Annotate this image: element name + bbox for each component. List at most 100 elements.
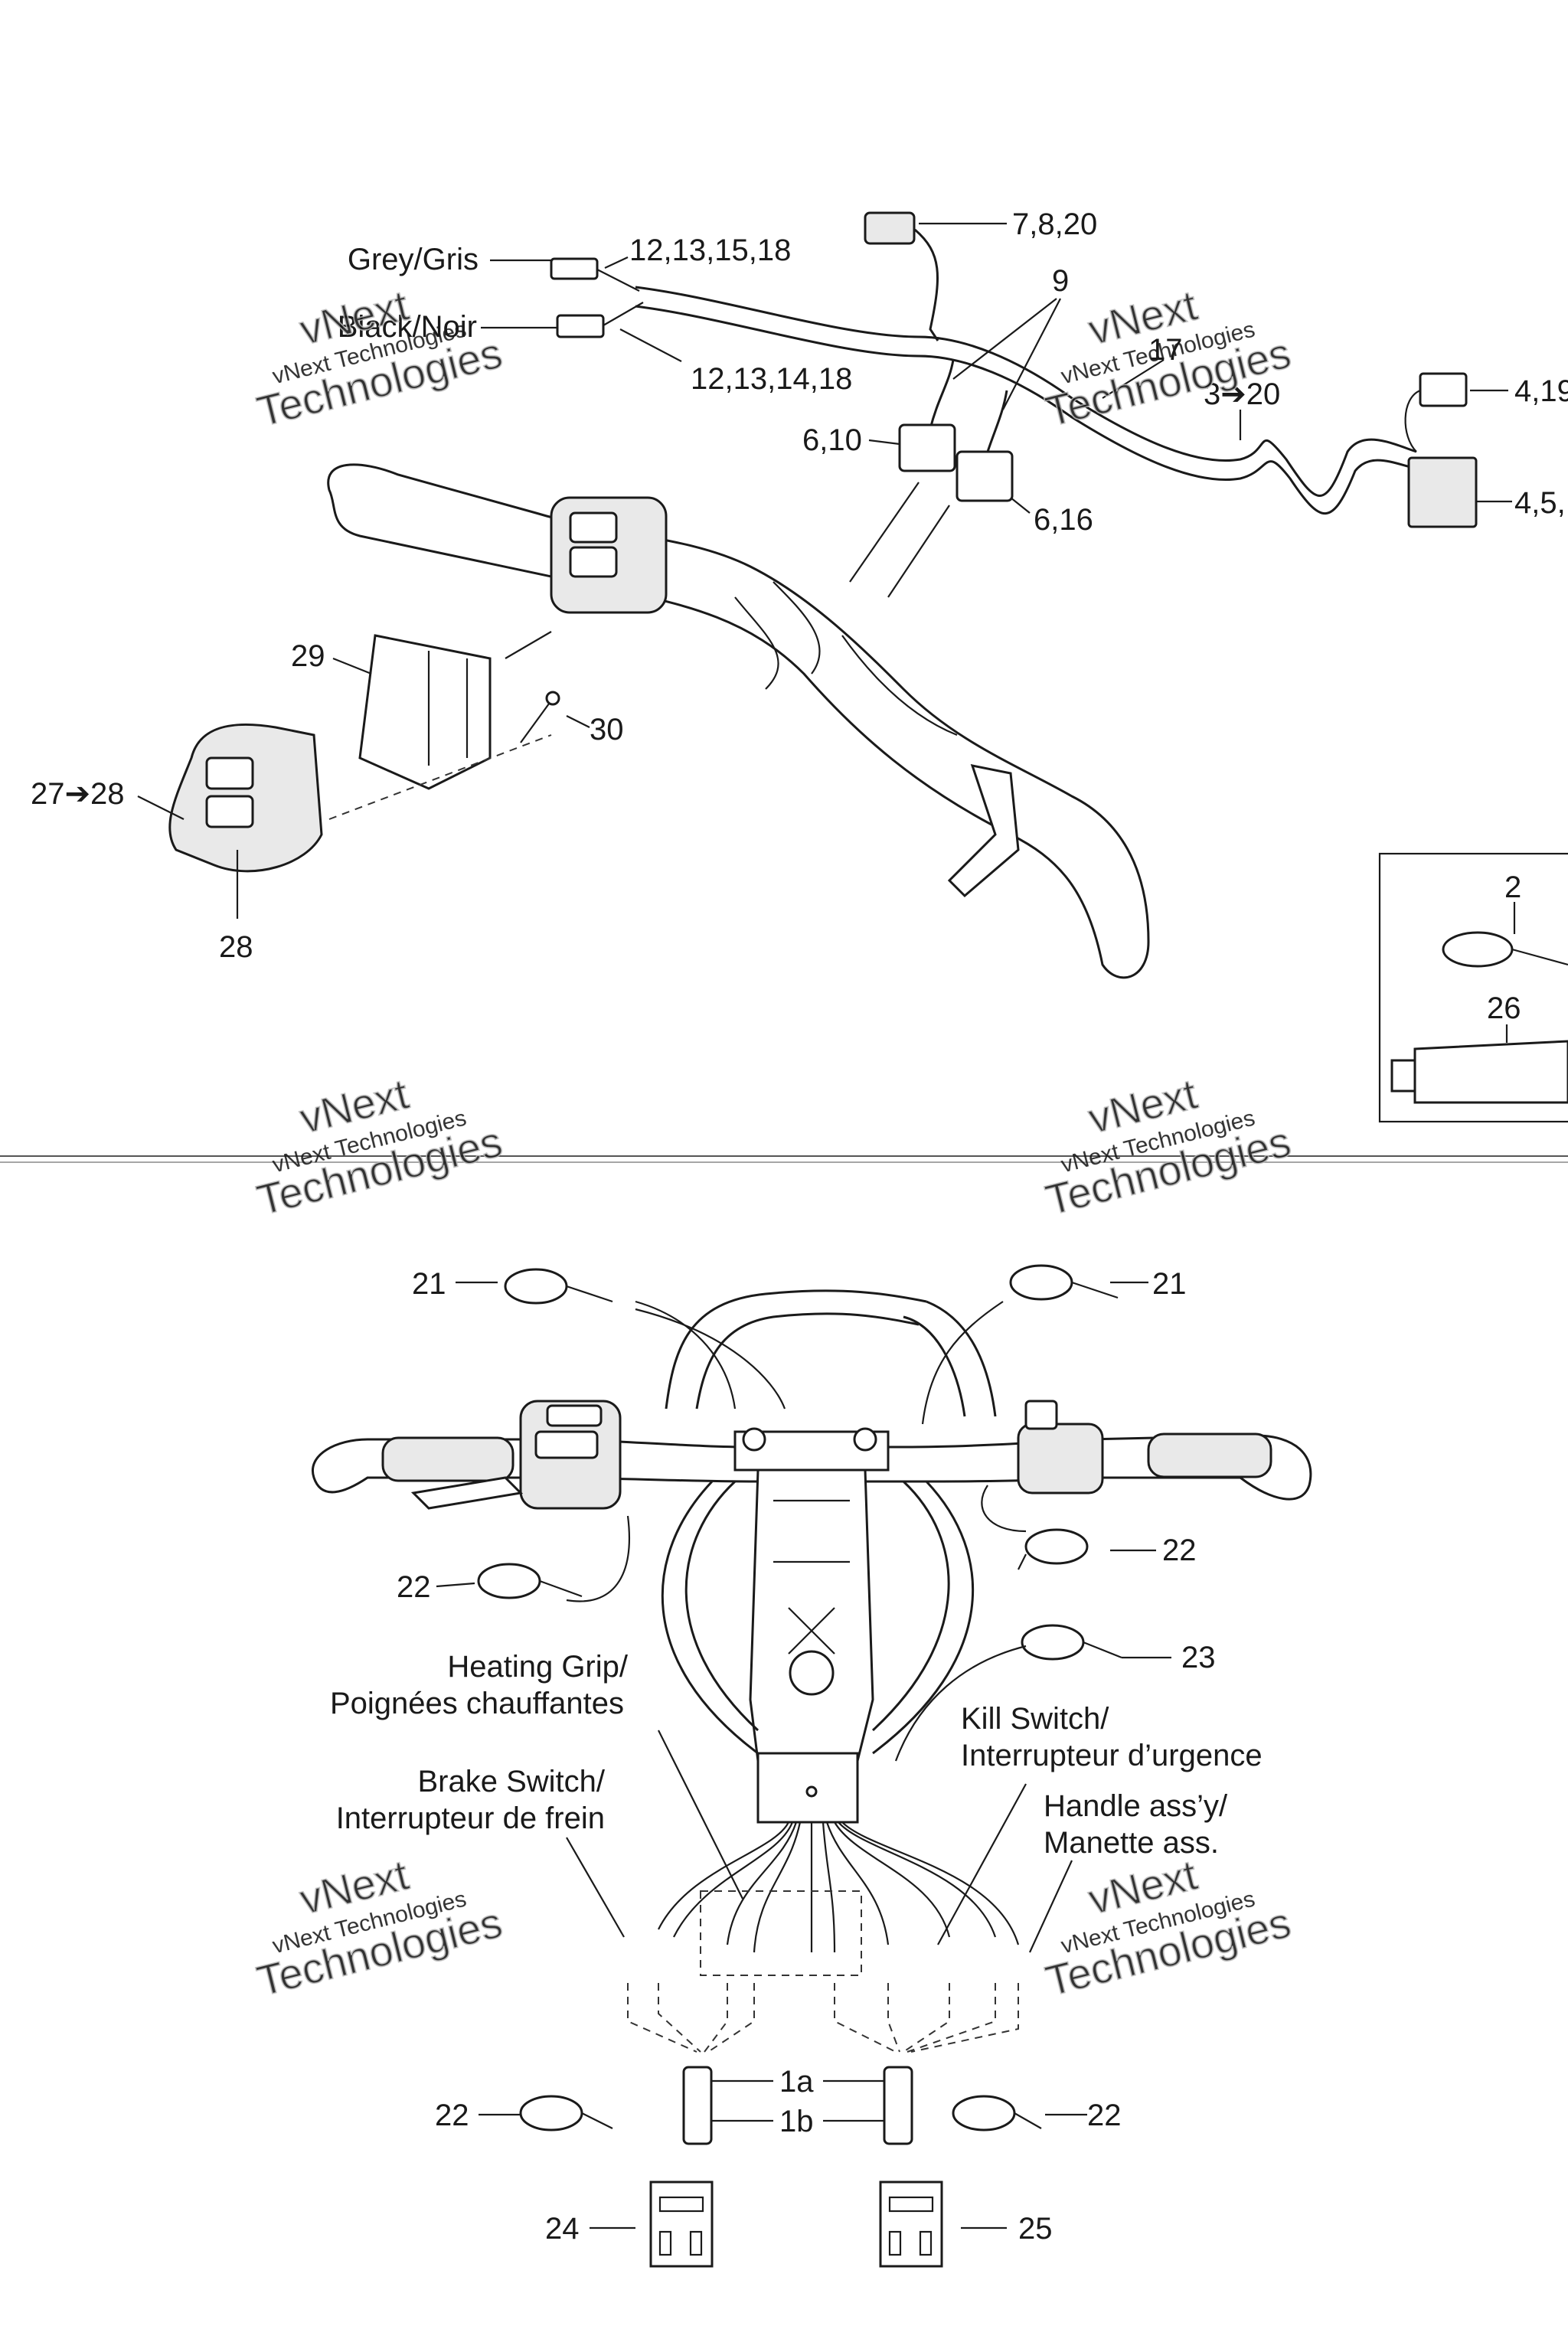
- callout-12-13-15-18: 12,13,15,18: [629, 234, 791, 267]
- right-throttle-button: [1024, 1400, 1058, 1430]
- leader-6-10: [868, 439, 900, 446]
- label-handle-assy-1: Handle ass’y/: [1044, 1789, 1228, 1823]
- tube-26: [1390, 1040, 1568, 1104]
- label-black: Black/Noir: [338, 310, 477, 344]
- pointer-kill: [937, 1783, 1027, 1945]
- black-connector: [556, 314, 605, 338]
- cable-tie-22-bottom-left: [519, 2095, 613, 2132]
- dashed-connector-lines: [627, 1983, 1019, 2053]
- cable-tie-23: [1021, 1624, 1122, 1661]
- wire-loop-right-2: [872, 1480, 974, 1755]
- bottom-handlebar-section: Heating Grip/ Poignées chauffantes Brake…: [311, 1264, 1312, 2268]
- callout-4-19: 4,19: [1514, 374, 1568, 408]
- label-kill-switch-1: Kill Switch/: [961, 1702, 1109, 1736]
- callout-7-8-20: 7,8,20: [1012, 207, 1097, 241]
- riser-lower-dot: [805, 1785, 818, 1798]
- callout-27-28: 27➔28: [31, 777, 125, 811]
- throttle-lever: [947, 764, 1020, 898]
- leader-29: [332, 657, 372, 675]
- leader-9a: [952, 298, 1057, 380]
- switch-assembly-button-1: [205, 756, 254, 790]
- label-grey: Grey/Gris: [348, 243, 479, 276]
- connector-6-16: [956, 450, 1014, 502]
- callout-30: 30: [590, 713, 624, 746]
- main-harness-cable: [635, 286, 1417, 497]
- block-24: [649, 2180, 714, 2268]
- riser-body: [749, 1468, 874, 1762]
- cable-tie-21-left: [504, 1268, 613, 1305]
- clamp-bolt-left: [742, 1427, 766, 1452]
- hose-loop-left-edge: [695, 1312, 920, 1410]
- callout-17: 17: [1148, 333, 1183, 367]
- switch-button-mid: [569, 546, 618, 578]
- connector-1-left: [682, 2066, 713, 2145]
- cable-tie-22-right: [1018, 1528, 1089, 1570]
- wire-loop-left-2: [661, 1480, 759, 1755]
- grey-connector: [550, 257, 599, 280]
- callout-1b: 1b: [779, 2105, 814, 2138]
- block-25: [879, 2180, 943, 2268]
- arrow-cover-to-bar: [505, 631, 552, 659]
- watermark-5: vNext vNext Technologies Technologies: [252, 1850, 508, 2006]
- cover-29-detail: [427, 651, 469, 766]
- branch-6-16: [986, 390, 1008, 452]
- grey-connector-wires: [596, 269, 640, 292]
- inset-box: [1378, 852, 1568, 1123]
- label-kill-switch-2: Interrupteur d’urgence: [961, 1739, 1263, 1772]
- leader-12-13-14-18: [619, 328, 682, 362]
- hose-loop-left: [665, 1289, 927, 1410]
- right-grip: [1147, 1432, 1272, 1478]
- watermark-1: vNext vNext Technologies Technologies: [252, 280, 508, 436]
- callout-28: 28: [219, 930, 253, 964]
- label-heating-grip-1: Heating Grip/: [447, 1650, 629, 1684]
- callout-21-right: 21: [1152, 1267, 1187, 1301]
- arrow-6-16: [887, 505, 950, 598]
- callout-6-16: 6,16: [1034, 503, 1093, 537]
- riser-detail: [773, 1499, 850, 1655]
- connector-6-10: [898, 423, 956, 472]
- black-connector-wires: [603, 302, 644, 326]
- callout-1a: 1a: [779, 2065, 814, 2099]
- label-brake-switch-2: Interrupteur de frein: [336, 1802, 605, 1835]
- top-harness-section: Grey/Gris Black/Noir 12,13,15,18 12,13,1…: [31, 207, 1568, 1123]
- label-handle-assy-2: Manette ass.: [1044, 1826, 1219, 1860]
- callout-3-20: 3➔20: [1204, 377, 1280, 411]
- callout-22-bottom-right: 22: [1087, 2099, 1122, 2132]
- pointer-heating: [658, 1730, 743, 1900]
- handlebar-riser: [734, 581, 958, 737]
- left-grip: [381, 1436, 514, 1482]
- pointer-handle: [1029, 1860, 1073, 1953]
- callout-24: 24: [545, 2212, 580, 2246]
- handlebar-top: [327, 463, 1150, 979]
- switch-assembly-button-2: [205, 795, 254, 828]
- hose-loop-right: [903, 1315, 966, 1417]
- callout-9: 9: [1052, 264, 1069, 298]
- leader-12-13-15-18: [604, 256, 629, 269]
- leader-9b: [1002, 298, 1061, 410]
- callout-4-5: 4,5,: [1514, 486, 1566, 520]
- branch-cable-upper: [914, 228, 939, 341]
- switch-button-top: [569, 511, 618, 544]
- leader-27-28: [137, 795, 185, 820]
- riser-mount: [789, 1650, 835, 1696]
- arrow-21-right: [921, 1301, 1004, 1425]
- branch-6-10: [929, 359, 955, 430]
- leader-30: [566, 715, 590, 728]
- connector-4-19-wire: [1404, 389, 1421, 452]
- heating-grip-dashed-box: [700, 1890, 862, 1976]
- pointer-brake: [566, 1837, 625, 1938]
- wire-bundle: [658, 1821, 1020, 1953]
- arrow-21-left-a: [635, 1300, 737, 1410]
- callout-25: 25: [1018, 2212, 1053, 2246]
- clamp-bolt-right: [853, 1427, 877, 1452]
- cable-tie-2: [1442, 931, 1568, 968]
- wire-loop-right: [871, 1480, 950, 1732]
- arrow-21-left-b: [635, 1308, 786, 1410]
- callout-6-10: 6,10: [802, 423, 862, 457]
- callout-22-bottom-left: 22: [435, 2099, 469, 2132]
- main-harness-cable-edge: [635, 305, 1417, 514]
- hose-loop-right-edge: [926, 1300, 997, 1417]
- connector-1-right: [883, 2066, 913, 2145]
- callout-26: 26: [1487, 991, 1521, 1025]
